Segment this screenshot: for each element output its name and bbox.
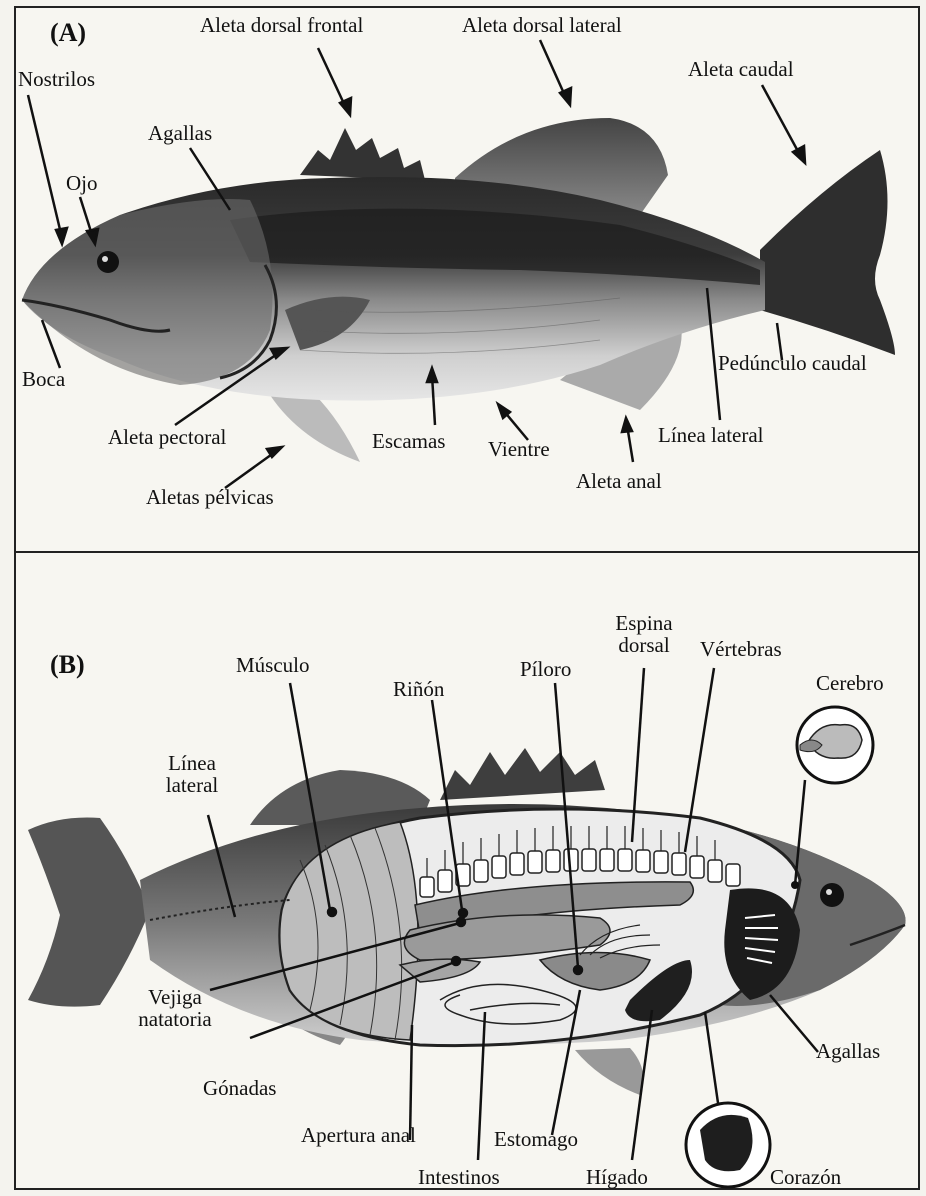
label-piloro: Píloro: [520, 658, 571, 680]
label-agallas-b: Agallas: [816, 1040, 880, 1062]
label-espina-line1: Espina: [608, 612, 680, 634]
label-intestinos: Intestinos: [418, 1166, 500, 1188]
label-corazon: Corazón: [770, 1166, 841, 1188]
label-aleta-anal: Aleta anal: [576, 470, 662, 492]
heart-inset: [686, 1012, 770, 1187]
label-escamas: Escamas: [372, 430, 445, 452]
label-aleta-dorsal-lateral: Aleta dorsal lateral: [462, 14, 622, 36]
label-aletas-pelvicas: Aletas pélvicas: [146, 486, 274, 508]
panel-a-letter: (A): [50, 18, 86, 48]
label-vejiga-line1: Vejiga: [120, 986, 230, 1008]
label-cerebro: Cerebro: [816, 672, 884, 694]
label-linea-line1: Línea: [152, 752, 232, 774]
label-aleta-caudal: Aleta caudal: [688, 58, 794, 80]
label-apertura-anal: Apertura anal: [301, 1124, 416, 1146]
label-ojo: Ojo: [66, 172, 98, 194]
label-linea-line2: lateral: [152, 774, 232, 796]
label-aleta-pectoral: Aleta pectoral: [108, 426, 226, 448]
label-higado: Hígado: [586, 1166, 648, 1188]
label-agallas-a: Agallas: [148, 122, 212, 144]
label-linea-lateral-a: Línea lateral: [658, 424, 764, 446]
label-vejiga-natatoria: Vejiga natatoria: [120, 986, 230, 1030]
label-gonadas: Gónadas: [203, 1077, 276, 1099]
label-espina-dorsal: Espina dorsal: [608, 612, 680, 656]
label-rinon: Riñón: [393, 678, 444, 700]
panel-b-letter: (B): [50, 650, 85, 680]
panel-a-fish: [22, 118, 895, 462]
label-vientre: Vientre: [488, 438, 550, 460]
label-nostrilos: Nostrilos: [18, 68, 95, 90]
panel-b-fish: [28, 748, 906, 1095]
label-boca: Boca: [22, 368, 65, 390]
label-espina-line2: dorsal: [608, 634, 680, 656]
label-pedunculo-caudal: Pedúnculo caudal: [718, 352, 867, 374]
label-estomago: Estomago: [494, 1128, 578, 1150]
label-musculo: Músculo: [236, 654, 310, 676]
label-vejiga-line2: natatoria: [120, 1008, 230, 1030]
label-aleta-dorsal-frontal: Aleta dorsal frontal: [200, 14, 363, 36]
label-vertebras: Vértebras: [700, 638, 782, 660]
label-linea-lateral-b: Línea lateral: [152, 752, 232, 796]
